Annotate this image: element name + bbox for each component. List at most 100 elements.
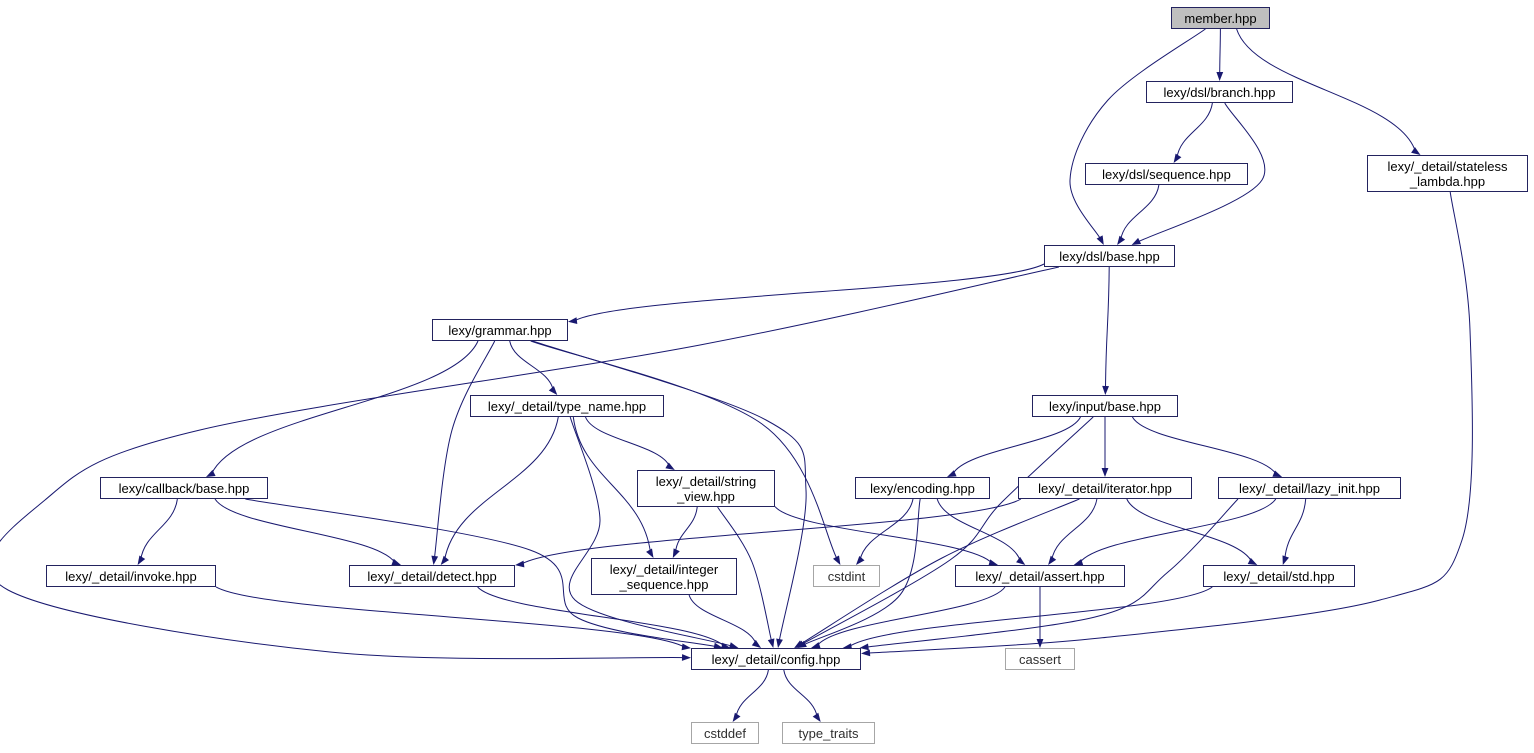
node-label: lexy/callback/base.hpp [119,481,250,496]
node-label: cassert [1019,652,1061,667]
node-label: type_traits [799,726,859,741]
edge-branch-sequence [1176,102,1213,159]
edge-arrowhead-callback-invoke [137,555,146,565]
node-label: lexy/_detail/integer_sequence.hpp [610,562,718,592]
node-label-line: lexy/_detail/invoke.hpp [65,568,197,584]
edge-callback-detect [214,498,396,564]
node-label-line: type_traits [798,725,859,741]
edge-arrowhead-encoding-cstdint [856,556,865,565]
edge-inputbase-lazyinit [1131,416,1277,476]
edge-branch-dslbase [1136,102,1266,243]
edge-arrowhead-iterator-assert [1048,555,1057,565]
node-stringview[interactable]: lexy/_detail/string_view.hpp [637,470,775,507]
node-std[interactable]: lexy/_detail/std.hpp [1203,565,1355,587]
edge-arrowhead-member-dslbase [1096,235,1104,245]
edge-grammar-detect [433,340,496,560]
edge-arrowhead-iterator-detect [515,560,525,568]
node-cassert: cassert [1005,648,1075,670]
edge-inputbase-config [800,416,1094,646]
node-member[interactable]: member.hpp [1171,7,1270,29]
node-label: lexy/_detail/string_view.hpp [656,474,756,504]
node-stateless[interactable]: lexy/_detail/stateless_lambda.hpp [1367,155,1528,192]
node-label-line: lexy/encoding.hpp [870,480,975,496]
node-typename[interactable]: lexy/_detail/type_name.hpp [470,395,664,417]
edge-arrowhead-branch-sequence [1173,153,1182,163]
node-invoke[interactable]: lexy/_detail/invoke.hpp [46,565,216,587]
edge-intseq-config [688,594,757,645]
node-detect[interactable]: lexy/_detail/detect.hpp [349,565,515,587]
edge-arrowhead-stringview-assert [988,559,998,566]
node-label: lexy/_detail/detect.hpp [367,569,496,584]
node-cstdint: cstdint [813,565,880,587]
node-label-line: lexy/_detail/integer [609,561,719,577]
node-label: lexy/_detail/std.hpp [1223,569,1334,584]
edge-std-config [848,586,1213,648]
node-label-line: _view.hpp [677,488,735,504]
edge-encoding-assert [936,498,1021,562]
edge-stringview-intseq [674,506,698,553]
node-label-line: lexy/_detail/lazy_init.hpp [1239,480,1380,496]
edge-iterator-config [798,498,1080,646]
edge-typename-intseq [572,416,651,553]
node-label-line: _lambda.hpp [1409,173,1486,189]
edge-arrowhead-typename-config [728,642,739,649]
edge-lazyinit-std [1284,498,1307,560]
node-label: lexy/dsl/base.hpp [1059,249,1159,264]
edge-arrowhead-dslbase-grammar [568,317,578,324]
node-label-line: lexy/grammar.hpp [448,322,552,338]
node-label-line: member.hpp [1184,10,1257,26]
node-label: lexy/_detail/lazy_init.hpp [1239,481,1380,496]
node-cstddef: cstddef [691,722,759,744]
edge-arrowhead-typename-stringview [665,462,675,470]
node-label-line: cassert [1019,651,1061,667]
node-dslbase[interactable]: lexy/dsl/base.hpp [1044,245,1175,267]
edge-arrowhead-dslbase-config [681,654,691,661]
node-label: lexy/_detail/assert.hpp [975,569,1104,584]
edge-invoke-config [215,586,686,648]
edge-arrowhead-intseq-config [751,639,762,648]
node-label: lexy/encoding.hpp [870,481,975,496]
node-intseq[interactable]: lexy/_detail/integer_sequence.hpp [591,558,737,595]
node-callback[interactable]: lexy/callback/base.hpp [100,477,268,499]
edge-arrowhead-grammar-typename [548,386,558,395]
node-inputbase[interactable]: lexy/input/base.hpp [1032,395,1178,417]
edge-lazyinit-config [865,498,1239,648]
edge-arrowhead-iterator-std [1247,557,1258,565]
node-label: lexy/grammar.hpp [448,323,551,338]
edge-arrowhead-inputbase-iterator [1101,468,1109,477]
node-label-line: lexy/dsl/sequence.hpp [1102,166,1231,182]
node-lazyinit[interactable]: lexy/_detail/lazy_init.hpp [1218,477,1401,499]
edge-iterator-assert [1051,498,1098,561]
edge-arrowhead-stringview-intseq [672,548,680,558]
node-branch[interactable]: lexy/dsl/branch.hpp [1146,81,1293,103]
edge-arrowhead-branch-dslbase [1131,237,1142,245]
edge-arrowhead-assert-config [811,642,821,649]
node-sequence[interactable]: lexy/dsl/sequence.hpp [1085,163,1248,185]
node-label-line: lexy/input/base.hpp [1048,398,1162,414]
node-grammar[interactable]: lexy/grammar.hpp [432,319,568,341]
node-config[interactable]: lexy/_detail/config.hpp [691,648,861,670]
node-encoding[interactable]: lexy/encoding.hpp [855,477,990,499]
node-label-line: cstdint [827,568,866,584]
node-label: cstdint [828,569,866,584]
edge-arrowhead-stringview-config [767,638,775,648]
node-assert[interactable]: lexy/_detail/assert.hpp [955,565,1125,587]
edge-assert-config [816,586,1006,647]
edge-arrowhead-config-type_traits [812,712,821,722]
node-label-line: lexy/dsl/base.hpp [1059,248,1160,264]
edge-arrowhead-grammar-detect [431,555,439,565]
edge-arrowhead-detect-config [720,642,731,650]
edge-callback-invoke [140,498,178,560]
edge-typename-config [568,416,733,647]
node-label-line: lexy/_detail/stateless [1387,158,1508,174]
edge-arrowhead-config-cstddef [732,712,741,722]
edge-arrowhead-member-branch [1216,72,1224,81]
node-label: lexy/_detail/stateless_lambda.hpp [1388,159,1508,189]
edge-arrowhead-typename-detect [440,555,449,565]
edge-dslbase-inputbase [1105,266,1110,390]
edge-encoding-cstdint [859,498,914,561]
edge-iterator-std [1126,498,1253,563]
node-iterator[interactable]: lexy/_detail/iterator.hpp [1018,477,1192,499]
